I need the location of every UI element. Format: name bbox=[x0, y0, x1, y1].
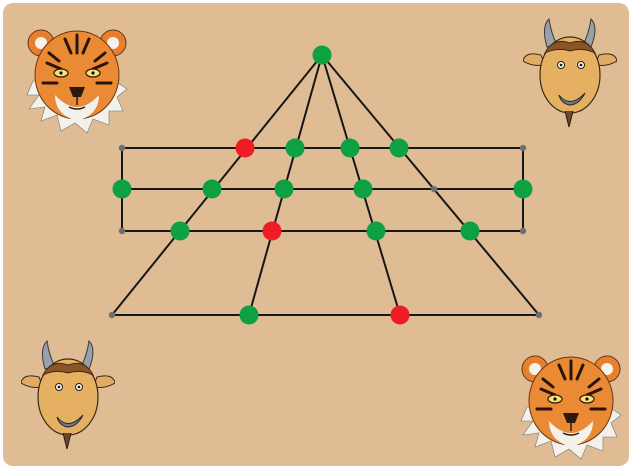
board-grid bbox=[108, 45, 543, 325]
goat-piece[interactable] bbox=[366, 221, 386, 241]
goat-icon bbox=[523, 17, 617, 128]
goat-piece[interactable] bbox=[353, 179, 373, 199]
tiger-piece[interactable] bbox=[262, 221, 282, 241]
goat-piece[interactable] bbox=[202, 179, 222, 199]
goat-piece[interactable] bbox=[312, 45, 332, 65]
empty-point[interactable] bbox=[430, 185, 438, 193]
empty-point[interactable] bbox=[519, 227, 527, 235]
tiger-icon bbox=[26, 29, 128, 134]
goat-piece[interactable] bbox=[274, 179, 294, 199]
goat-piece[interactable] bbox=[239, 305, 259, 325]
tiger-piece[interactable] bbox=[235, 138, 255, 158]
empty-point[interactable] bbox=[519, 144, 527, 152]
goat-piece[interactable] bbox=[112, 179, 132, 199]
goat-piece[interactable] bbox=[513, 179, 533, 199]
tiger-piece[interactable] bbox=[390, 305, 410, 325]
goat-icon bbox=[21, 339, 115, 450]
game-board bbox=[3, 3, 629, 466]
empty-point[interactable] bbox=[118, 144, 126, 152]
goat-piece[interactable] bbox=[340, 138, 360, 158]
board-line bbox=[321, 54, 540, 316]
tiger-icon bbox=[520, 355, 622, 460]
goat-piece[interactable] bbox=[389, 138, 409, 158]
empty-point[interactable] bbox=[108, 311, 116, 319]
goat-piece[interactable] bbox=[460, 221, 480, 241]
empty-point[interactable] bbox=[118, 227, 126, 235]
goat-piece[interactable] bbox=[285, 138, 305, 158]
goat-piece[interactable] bbox=[170, 221, 190, 241]
empty-point[interactable] bbox=[535, 311, 543, 319]
